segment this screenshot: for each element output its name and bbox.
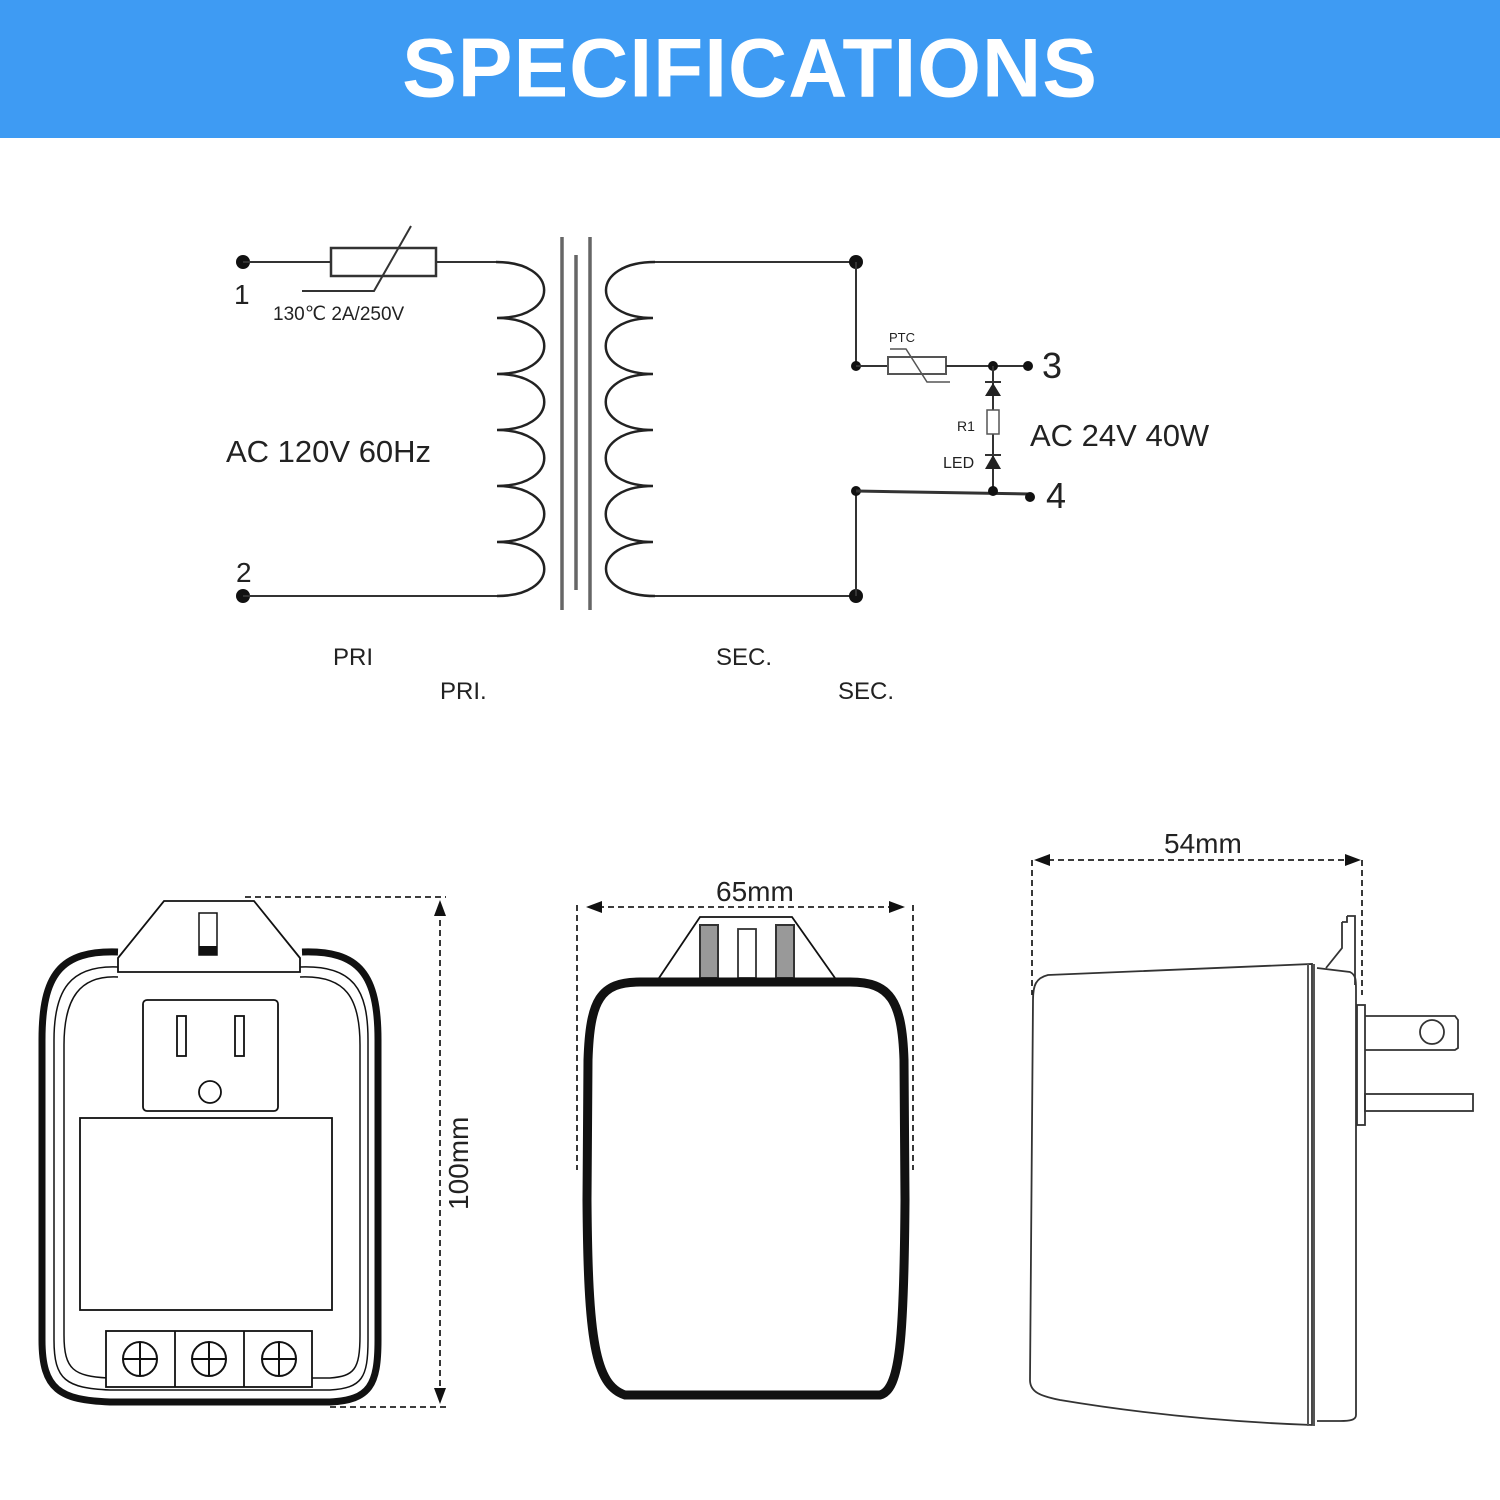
- output-voltage-label: AC 24V 40W: [1030, 418, 1210, 453]
- depth-dimension-line: [1031, 859, 1363, 995]
- terminal-4-label: 4: [1046, 475, 1066, 516]
- screw-terminal-3: [261, 1341, 297, 1377]
- plug-prong-left: [699, 924, 719, 979]
- primary-label-1: PRI: [333, 644, 373, 671]
- secondary-label-1: SEC.: [716, 644, 772, 671]
- secondary-label-2: SEC.: [838, 678, 894, 705]
- input-voltage-label: AC 120V 60Hz: [226, 434, 431, 469]
- ptc-label: PTC: [889, 330, 915, 345]
- outlet-ground-hole: [198, 1080, 222, 1104]
- transformer-core: [560, 237, 592, 610]
- plug-prong-right: [775, 924, 795, 979]
- front-view-drawing: [38, 900, 382, 1406]
- outlet-slot-right: [234, 1015, 245, 1057]
- fuse-rating-label: 130℃ 2A/250V: [273, 304, 405, 325]
- screw-terminal-1: [122, 1341, 158, 1377]
- secondary-coil: [604, 260, 656, 598]
- top-view-drawing: [582, 916, 910, 1400]
- terminal-3-label: 3: [1042, 345, 1062, 386]
- side-prong-upper: [1365, 1015, 1459, 1051]
- terminal-1-label: 1: [234, 279, 250, 310]
- primary-coil: [495, 260, 546, 598]
- side-plug-base: [1356, 1004, 1366, 1126]
- height-dimension-label: 100mm: [443, 1117, 474, 1210]
- diode-symbol: [985, 383, 1001, 396]
- side-prong-lower: [1364, 1093, 1474, 1112]
- wiring-schematic: [236, 225, 1035, 610]
- thermal-fuse-symbol: [329, 246, 438, 278]
- header-banner: SPECIFICATIONS: [0, 0, 1500, 138]
- outlet-face: [142, 999, 279, 1112]
- outlet-slot-left: [176, 1015, 187, 1057]
- led-symbol: [985, 455, 1001, 469]
- resistor-label: R1: [957, 418, 975, 434]
- primary-label-2: PRI.: [440, 678, 487, 705]
- screw-terminal-2: [191, 1341, 227, 1377]
- width-dimension-line: [576, 905, 914, 1170]
- width-dimension-label: 65mm: [716, 876, 794, 907]
- led-label: LED: [943, 455, 974, 472]
- side-view-drawing: [1029, 915, 1474, 1426]
- resistor-r1-symbol: [986, 409, 1000, 435]
- height-dimension-line: [245, 896, 446, 1408]
- plug-prong-ground: [737, 928, 757, 979]
- terminal-2-label: 2: [236, 557, 252, 588]
- terminal-4-dot: [1025, 492, 1035, 502]
- page-title: SPECIFICATIONS: [402, 22, 1098, 115]
- label-panel: [79, 1117, 333, 1311]
- terminal-3-dot: [1023, 361, 1033, 371]
- depth-dimension-label: 54mm: [1164, 828, 1242, 859]
